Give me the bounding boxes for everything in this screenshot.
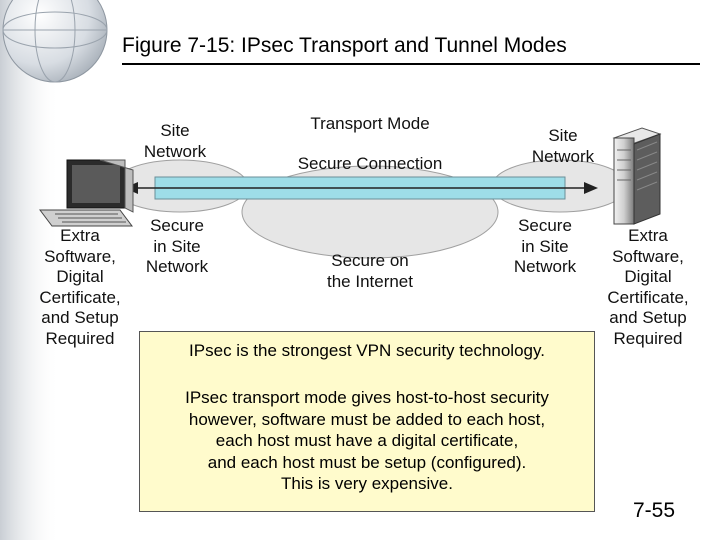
- server-icon: [612, 127, 662, 225]
- note-body: IPsec transport mode gives host-to-host …: [185, 388, 549, 493]
- secure-in-site-right-label: Secure in Site Network: [513, 216, 577, 276]
- page-number: 7-55: [633, 499, 676, 522]
- site-network-left-label: Site Network: [143, 121, 207, 161]
- slide-title: Figure 7-15: IPsec Transport and Tunnel …: [122, 34, 567, 57]
- note-headline: IPsec is the strongest VPN security tech…: [189, 341, 545, 360]
- globe-icon: [2, 0, 108, 83]
- secure-connection-label: Secure Connection: [297, 154, 443, 173]
- transport-mode-label: Transport Mode: [310, 114, 430, 133]
- site-network-right-label: Site Network: [531, 126, 595, 166]
- computer-icon: [39, 159, 134, 227]
- note-box: IPsec is the strongest VPN security tech…: [139, 331, 595, 512]
- secure-in-site-left-label: Secure in Site Network: [145, 216, 209, 276]
- left-gradient-band: [0, 0, 60, 540]
- extra-requirements-left-label: Extra Software, Digital Certificate, and…: [39, 226, 121, 348]
- extra-requirements-right-label: Extra Software, Digital Certificate, and…: [607, 226, 689, 348]
- secure-internet-label: Secure on the Internet: [326, 251, 413, 291]
